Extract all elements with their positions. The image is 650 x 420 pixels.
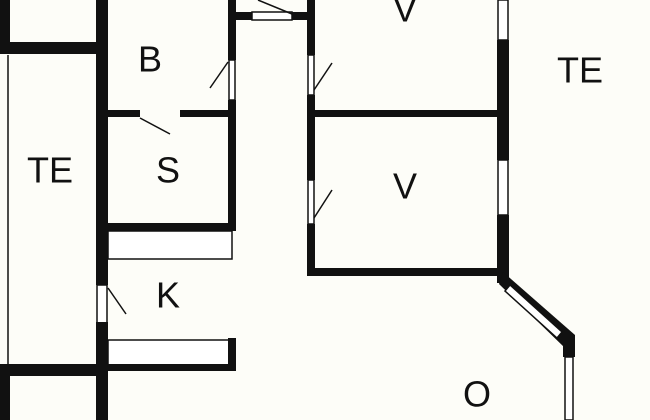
room-label-o: O <box>463 374 491 415</box>
room-label-k: K <box>156 275 180 316</box>
room-label-te-right: TE <box>557 50 603 91</box>
room-label-b: B <box>138 39 162 80</box>
room-label-s: S <box>156 150 180 191</box>
room-label-v-top: V <box>393 0 417 30</box>
walls <box>0 0 575 420</box>
room-label-v-mid: V <box>393 166 417 207</box>
room-labels: V B TE TE S V K O <box>27 0 603 415</box>
room-label-te-left: TE <box>27 150 73 191</box>
